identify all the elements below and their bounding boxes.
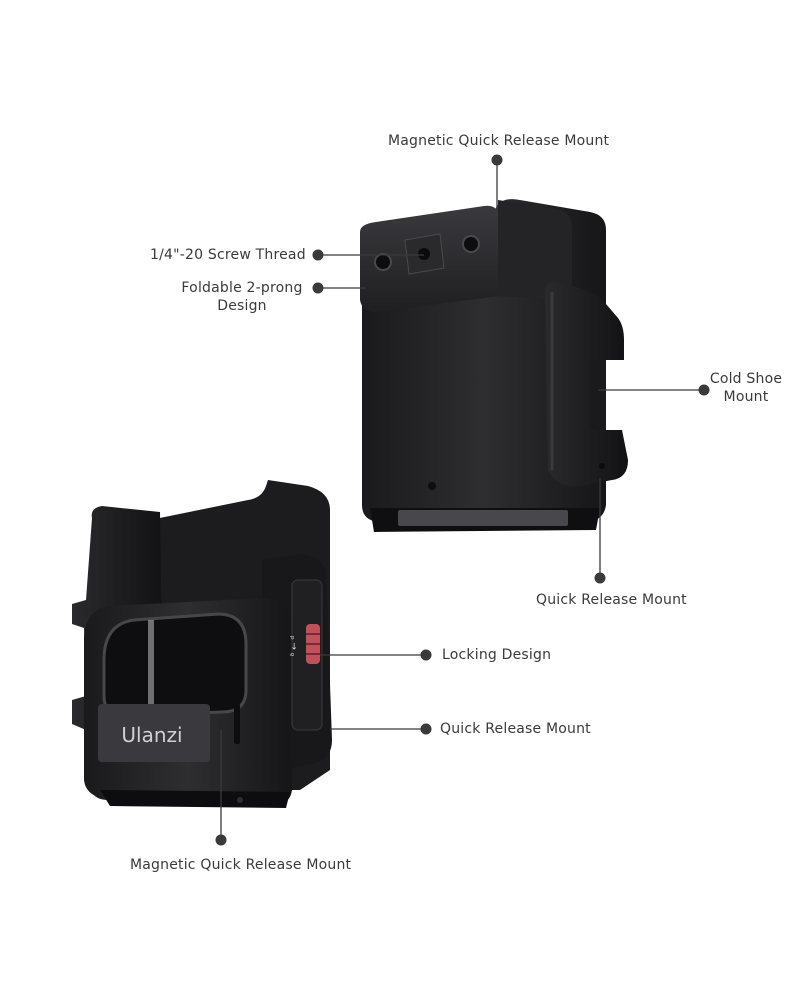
callout-screw-thread: 1/4"-20 Screw Thread bbox=[150, 247, 306, 263]
callout-cold-shoe-line1: Cold Shoe bbox=[709, 371, 783, 387]
callout-bottom-magnetic: Magnetic Quick Release Mount bbox=[130, 857, 352, 873]
screw-hole-left bbox=[374, 253, 392, 271]
brand-logo: Ulanzi bbox=[121, 723, 182, 747]
callout-cold-shoe: Cold Shoe Mount bbox=[704, 370, 788, 406]
callout-cold-shoe-line2: Mount bbox=[723, 389, 769, 405]
brand-plate bbox=[98, 704, 210, 762]
callout-foldable-line1: Foldable 2-prong bbox=[181, 280, 303, 296]
lower-cage-unit: ᵟ ← ᵈ Ulanzi bbox=[72, 480, 332, 808]
upper-cage-unit bbox=[360, 199, 628, 532]
callout-foldable: Foldable 2-prong Design bbox=[176, 279, 308, 315]
callout-qr-top-right: Quick Release Mount bbox=[536, 592, 687, 608]
switch-marks: ᵟ ← ᵈ bbox=[290, 635, 300, 656]
leader-dots bbox=[215, 154, 710, 846]
lower-cage-opening bbox=[102, 612, 248, 718]
callout-locking: Locking Design bbox=[442, 647, 552, 663]
upper-cage-side-wall bbox=[498, 200, 572, 300]
screw-hole-right bbox=[462, 235, 480, 253]
thread-hole bbox=[418, 248, 430, 260]
callout-qr-lower: Quick Release Mount bbox=[440, 721, 591, 737]
cold-shoe-mount bbox=[545, 282, 628, 487]
callout-top-magnetic: Magnetic Quick Release Mount bbox=[388, 133, 610, 149]
callout-foldable-line2: Design bbox=[217, 298, 267, 314]
